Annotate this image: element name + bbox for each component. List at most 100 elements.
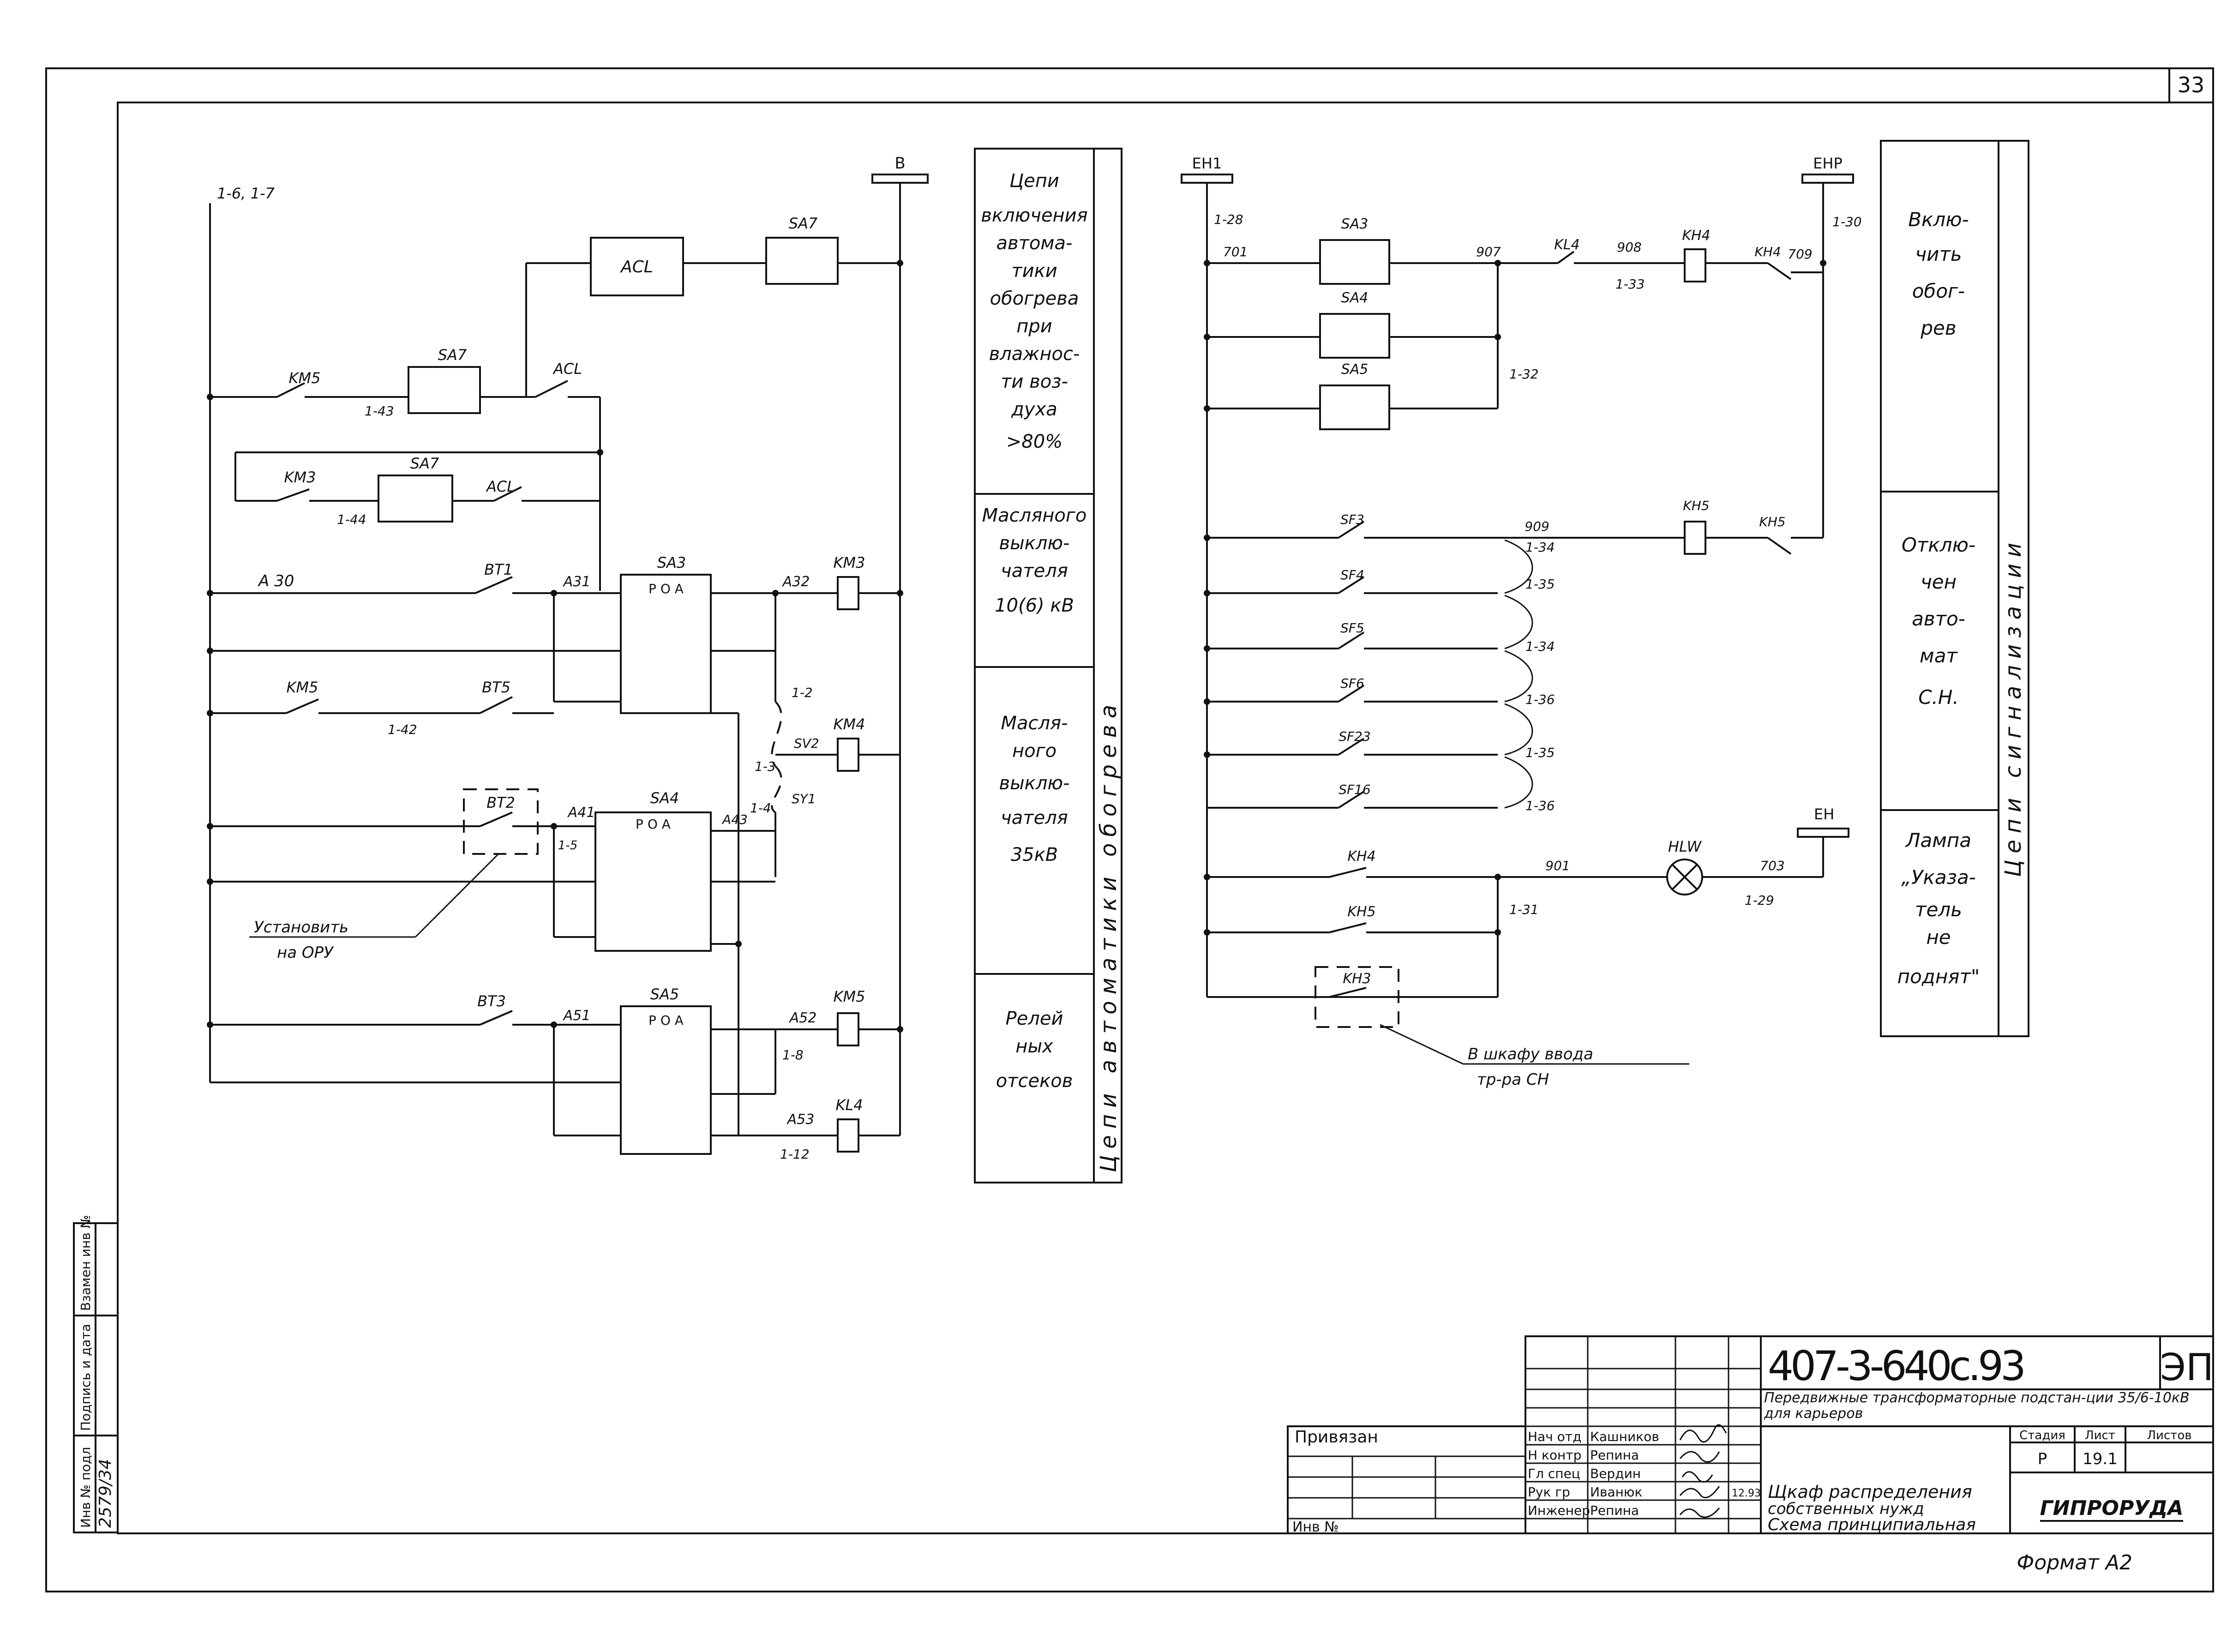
install-note-1: Установить xyxy=(254,918,348,937)
bt2-label: BT2 xyxy=(486,794,515,811)
sa7-label-low: SA7 xyxy=(410,455,439,472)
name-1: Репина xyxy=(1590,1448,1639,1463)
terminal-1-31: 1-31 xyxy=(1509,902,1539,917)
roles-list: Нач отд Кашников Н контр Репина Гл спец … xyxy=(1528,1429,1659,1518)
sa5-poa: P O A xyxy=(648,1013,684,1028)
kh3-note-2: тр-ра СН xyxy=(1477,1070,1549,1089)
inv-no-label: Инв № xyxy=(1292,1519,1339,1535)
signalling-table xyxy=(1880,140,2029,1037)
rt-r2-2: авто- xyxy=(1912,607,1965,630)
mt-r1-8: духа xyxy=(1011,399,1057,420)
wire-a30: A 30 xyxy=(258,572,294,590)
node-901: 901 xyxy=(1545,858,1570,873)
km3-label: KM3 xyxy=(284,469,316,486)
drawing-code: 407-3-640с.93 xyxy=(1768,1342,2026,1390)
binding-strip xyxy=(73,1222,119,1533)
km5-label: KM5 xyxy=(289,369,321,387)
node-709: 709 xyxy=(1788,246,1812,262)
terminal-1-5: 1-5 xyxy=(558,839,577,853)
automation-table-text: Цепи включения автома- тики обогрева при… xyxy=(981,170,1087,1092)
rt-r1-3: рев xyxy=(1920,317,1956,339)
rt-r2-1: чен xyxy=(1921,571,1957,593)
kl4-r-label: KL4 xyxy=(1554,237,1579,253)
sf23-label: SF23 xyxy=(1339,729,1371,744)
sheet-number: 33 xyxy=(2178,72,2205,97)
bus-b-label: В xyxy=(894,154,905,173)
sa7-label-mid: SA7 xyxy=(438,346,467,364)
wire-a52: A52 xyxy=(789,1010,817,1026)
mt-r2-0: Масляного xyxy=(982,505,1087,526)
mt-r3-0: Масля- xyxy=(1001,713,1068,734)
name-3: Иванюк xyxy=(1590,1484,1642,1500)
rt-r3-4: поднят" xyxy=(1897,965,1980,988)
acl-label: ACL xyxy=(620,258,653,276)
terminal-1-34a: 1-34 xyxy=(1525,540,1555,555)
stage-label: Стадия xyxy=(2019,1429,2065,1442)
mt-r3-1: ного xyxy=(1012,740,1056,762)
left-circuit xyxy=(207,174,929,1155)
mt-r1-4: обогрева xyxy=(990,288,1079,309)
kh4-coil-label: KH4 xyxy=(1682,228,1710,244)
kl4-coil-label: KL4 xyxy=(835,1096,863,1114)
km3-coil-label: KM3 xyxy=(834,554,865,571)
inv-podl-label: Инв № подл xyxy=(78,1447,93,1528)
sheet-value: 19.1 xyxy=(2083,1450,2118,1468)
mt-r1-2: автома- xyxy=(996,233,1073,254)
terminal-1-2: 1-2 xyxy=(792,685,813,700)
drawing-title-1: Щкаф распределения xyxy=(1768,1482,1972,1502)
mt-r1-9: >80% xyxy=(1006,431,1062,452)
source-label: 1-6, 1-7 xyxy=(217,185,275,202)
terminal-1-30: 1-30 xyxy=(1832,214,1862,229)
rt-r3-3: не xyxy=(1926,926,1951,949)
km4-coil-label: KM4 xyxy=(834,715,865,733)
node-703: 703 xyxy=(1760,858,1784,873)
kh3-label: KH3 xyxy=(1343,971,1371,987)
drawing-mark: ЭП xyxy=(2160,1346,2214,1389)
kh4-contact-label: KH4 xyxy=(1754,244,1781,259)
mt-r1-1: включения xyxy=(981,205,1087,226)
sa5-r-label: SA5 xyxy=(1341,361,1369,378)
sa4-poa: P O A xyxy=(636,817,671,832)
drawing-title-3: Схема принципиальная xyxy=(1768,1515,1976,1534)
kh5-contact-label: KH5 xyxy=(1759,514,1785,529)
wire-a53: A53 xyxy=(786,1111,815,1128)
node-701: 701 xyxy=(1223,244,1248,259)
wire-a32: A32 xyxy=(782,574,810,590)
drawing-frame xyxy=(45,67,2214,1592)
sa4-r-label: SA4 xyxy=(1341,290,1369,306)
install-note-2: на ОРУ xyxy=(277,943,334,962)
kh5-coil-label: KH5 xyxy=(1683,498,1709,513)
node-908: 908 xyxy=(1617,240,1641,255)
kh5-r-label: KH5 xyxy=(1347,904,1375,920)
terminal-1-36a: 1-36 xyxy=(1525,692,1555,707)
automation-vertical-label: Цепи автоматики обогрева xyxy=(1096,698,1122,1172)
signalling-table-text: Вклю- чить обог- рев Отклю- чен авто- ма… xyxy=(1897,208,1980,988)
terminal-1-33: 1-33 xyxy=(1615,276,1645,292)
sa3-r-label: SA3 xyxy=(1341,216,1369,232)
sa3-label: SA3 xyxy=(657,554,686,571)
node-907: 907 xyxy=(1476,244,1501,259)
terminal-1-3: 1-3 xyxy=(755,759,776,774)
terminal-1-29: 1-29 xyxy=(1745,893,1774,908)
terminal-1-35a: 1-35 xyxy=(1525,577,1555,592)
sf16-label: SF16 xyxy=(1339,782,1371,797)
automation-table xyxy=(974,148,1123,1183)
kh4-r-label: KH4 xyxy=(1347,848,1375,865)
vzam-label: Взамен инв № xyxy=(78,1215,93,1311)
terminal-1-44: 1-44 xyxy=(337,512,366,527)
mt-r4-1: ных xyxy=(1015,1036,1053,1057)
wire-a41: A41 xyxy=(567,805,595,821)
sa5-label: SA5 xyxy=(650,985,679,1003)
sf4-label: SF4 xyxy=(1340,567,1364,583)
mt-r1-6: влажнос- xyxy=(989,343,1080,365)
sheets-label: Листов xyxy=(2147,1429,2191,1442)
rt-r3-2: тель xyxy=(1915,898,1962,921)
signatures xyxy=(1679,1424,1727,1518)
project-title: Передвижные трансформаторные подстан-ции… xyxy=(1764,1390,2190,1422)
name-4: Репина xyxy=(1590,1503,1639,1518)
sv1-label: SY1 xyxy=(792,791,816,806)
wire-a31: A31 xyxy=(563,574,591,590)
wire-a51: A51 xyxy=(563,1008,591,1024)
role-4: Инженер xyxy=(1528,1503,1590,1518)
sa4-label: SA4 xyxy=(650,789,679,807)
